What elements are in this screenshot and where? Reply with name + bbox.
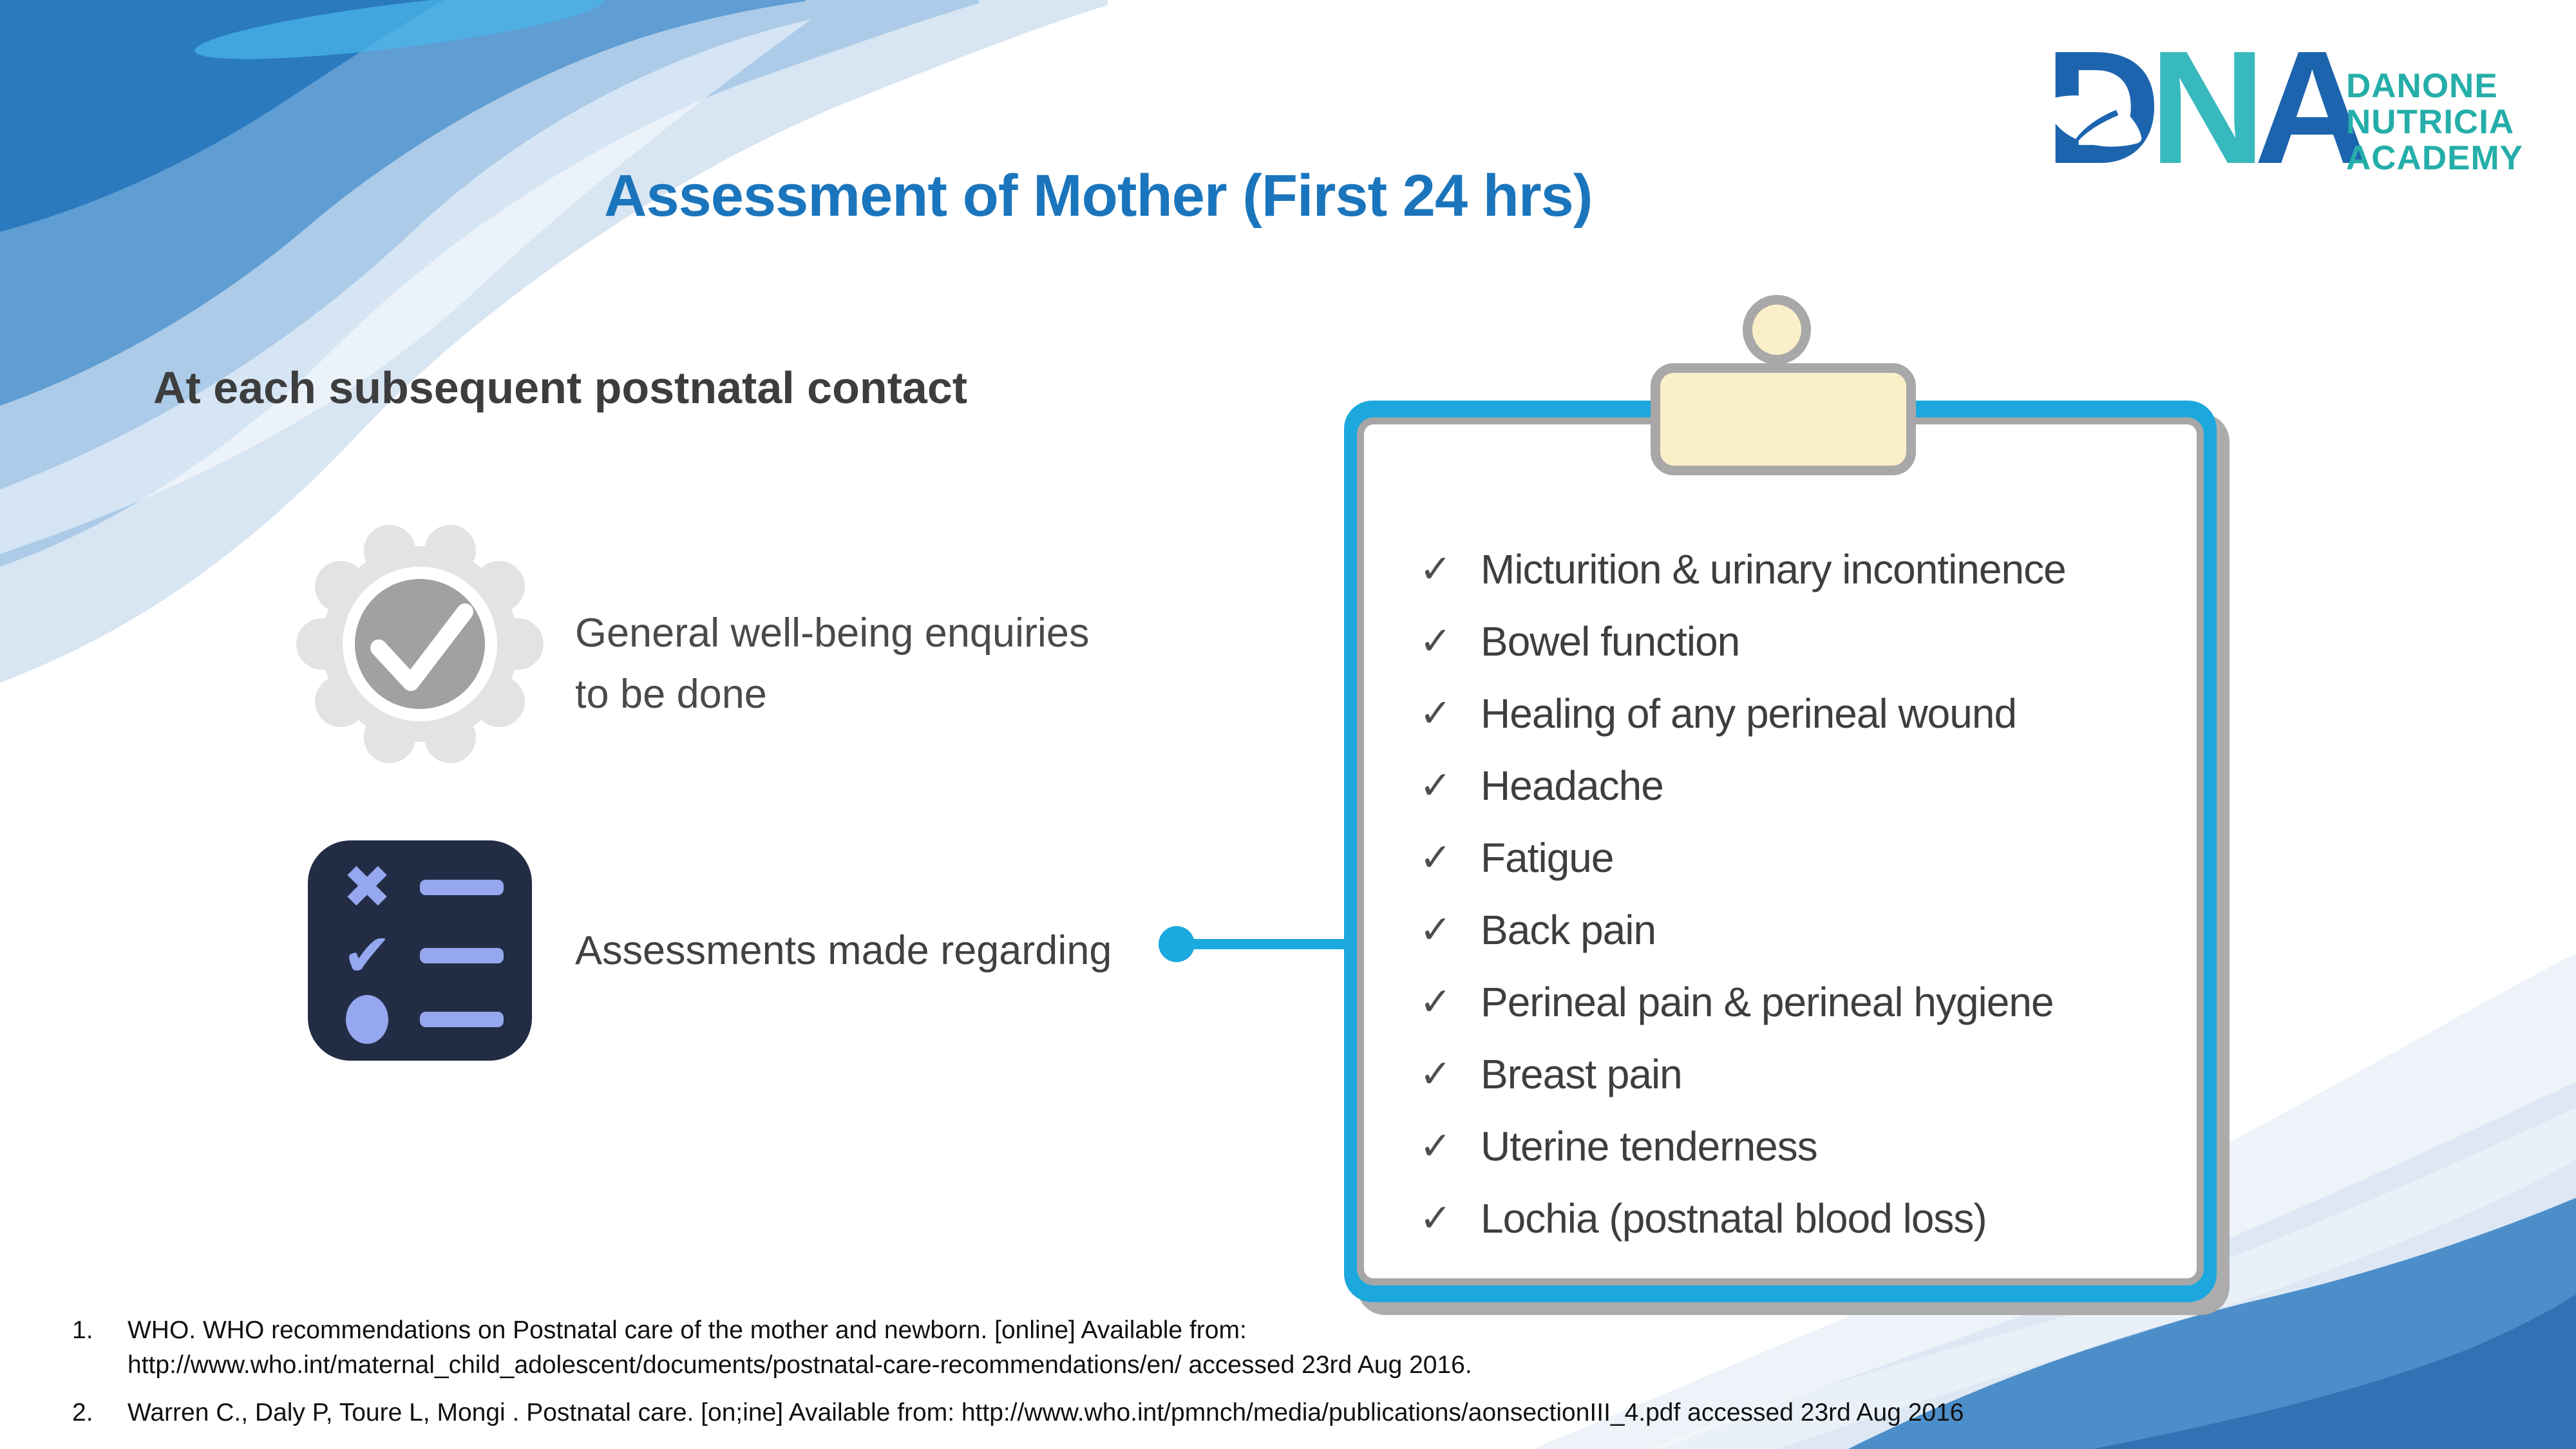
reference-1-line2: http://www.who.int/maternal_child_adoles… — [128, 1351, 1472, 1379]
wellbeing-text: General well-being enquiries to be done — [575, 603, 1089, 724]
task-row-check: ✔ — [336, 926, 504, 985]
checklist-item-label: Uterine tenderness — [1481, 1123, 1818, 1170]
task-list-icon: ✖ ✔ — [308, 840, 532, 1061]
checklist-item: ✓ Healing of any perineal wound — [1419, 677, 2205, 750]
task-line-bar — [420, 948, 504, 963]
check-icon: ✓ — [1419, 620, 1452, 663]
checklist-item-label: Healing of any perineal wound — [1481, 690, 2017, 737]
checklist-item: ✓ Headache — [1419, 750, 2205, 822]
task-row-bullet — [336, 994, 504, 1044]
reference-1-number: 1. — [72, 1316, 93, 1344]
logo-brand-line3: ACADEMY — [2346, 139, 2523, 178]
checklist-item: ✓ Lochia (postnatal blood loss) — [1419, 1182, 2205, 1255]
top-left-wave-decoration — [0, 0, 1108, 683]
checklist-item: ✓ Fatigue — [1419, 822, 2205, 894]
bullet-dot-icon — [346, 994, 388, 1044]
checklist-item-label: Bowel function — [1481, 618, 1740, 665]
check-icon: ✓ — [1419, 1197, 1452, 1240]
reference-1-line1: 1. WHO. WHO recommendations on Postnatal … — [72, 1316, 1247, 1345]
logo-brand-text: DANONE NUTRICIA ACADEMY — [2346, 68, 2523, 177]
dna-logo: DNA DANONE NUTRICIA ACADEMY — [2044, 27, 2534, 192]
logo-brand-line2: NUTRICIA — [2346, 103, 2515, 142]
check-icon: ✓ — [1419, 908, 1452, 951]
checklist-item: ✓ Back pain — [1419, 894, 2205, 966]
task-line-bar — [420, 879, 504, 895]
bottom-right-wave-decoration — [1533, 953, 2576, 1449]
checklist-item: ✓ Perineal pain & perineal hygiene — [1419, 966, 2205, 1038]
check-mark-icon: ✔ — [342, 923, 392, 989]
dna-logo-letters: DNA — [2044, 27, 2371, 188]
wellbeing-line1: General well-being enquiries — [575, 611, 1090, 656]
assessments-label: Assessments made regarding — [575, 928, 1112, 973]
clipboard — [1344, 401, 2217, 1302]
logo-letter-n: N — [2149, 17, 2266, 197]
check-icon: ✓ — [1419, 692, 1452, 735]
logo-letter-d: D — [2044, 27, 2161, 188]
checklist-item-label: Back pain — [1481, 907, 1656, 953]
checklist-item-label: Perineal pain & perineal hygiene — [1481, 979, 2054, 1025]
reference-2-line1: 2. Warren C., Daly P, Toure L, Mongi . Po… — [72, 1399, 1964, 1427]
reference-2-number: 2. — [72, 1399, 93, 1426]
checklist-item: ✓ Micturition & urinary incontinence — [1419, 533, 2205, 605]
checklist-item-label: Headache — [1481, 762, 1664, 809]
checklist-item-label: Lochia (postnatal blood loss) — [1481, 1195, 1987, 1242]
logo-letter-a: A — [2254, 17, 2370, 197]
checklist-item-label: Fatigue — [1481, 835, 1614, 881]
logo-brand-line1: DANONE — [2346, 67, 2498, 105]
connector-line — [1177, 939, 1346, 949]
clipboard-clip — [1651, 363, 1916, 475]
approval-badge-icon — [296, 520, 544, 768]
check-icon: ✓ — [1419, 547, 1452, 591]
clipboard-clip-knob — [1743, 295, 1811, 365]
checklist-item-label: Micturition & urinary incontinence — [1481, 546, 2067, 592]
checklist-item-label: Breast pain — [1481, 1051, 1683, 1097]
clipboard-checklist: ✓ Micturition & urinary incontinence ✓ Bowe… — [1419, 533, 2205, 1255]
checklist-item: ✓ Breast pain — [1419, 1038, 2205, 1110]
section-heading: At each subsequent postnatal contact — [153, 363, 968, 413]
x-mark-icon: ✖ — [342, 854, 392, 920]
check-icon: ✓ — [1419, 1052, 1452, 1095]
checklist-item: ✓ Bowel function — [1419, 605, 2205, 677]
check-icon: ✓ — [1419, 764, 1452, 807]
checklist-item: ✓ Uterine tenderness — [1419, 1110, 2205, 1182]
wellbeing-line2: to be done — [575, 671, 767, 717]
clipboard-paper — [1357, 417, 2204, 1285]
check-icon: ✓ — [1419, 836, 1452, 879]
page-title: Assessment of Mother (First 24 hrs) — [604, 163, 1593, 229]
reference-2-text: Warren C., Daly P, Toure L, Mongi . Post… — [128, 1399, 1964, 1426]
reference-1-text: WHO. WHO recommendations on Postnatal ca… — [128, 1316, 1247, 1344]
check-icon: ✓ — [1419, 1124, 1452, 1168]
check-icon: ✓ — [1419, 980, 1452, 1023]
task-line-bar — [420, 1011, 504, 1027]
task-row-x: ✖ — [336, 858, 504, 917]
